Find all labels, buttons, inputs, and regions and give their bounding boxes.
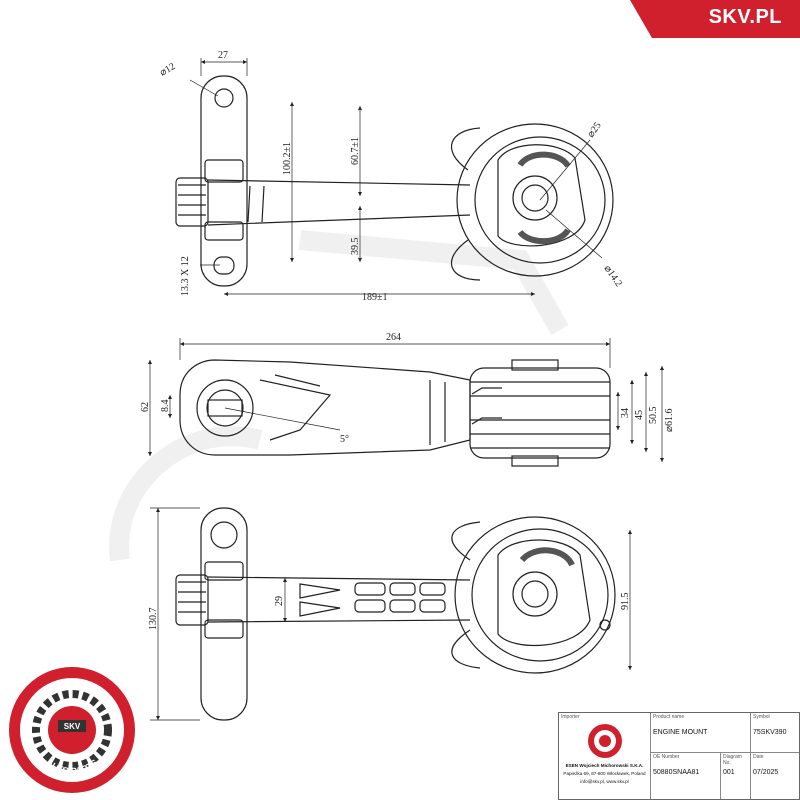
importer-address: Papieżka 69, 87-800 Włocławek, Poland [563, 771, 646, 776]
side-dimension-lines [147, 338, 665, 462]
dim-side-45: 45 [634, 410, 645, 420]
dim-top-width: 27 [218, 50, 228, 61]
symbol-cell: Symbol 75SKV390 [751, 713, 799, 753]
product-name-label: Product name [653, 714, 685, 720]
dim-height-low: 39.5 [350, 238, 361, 256]
dim-side-length: 264 [386, 332, 401, 343]
date-cell: Date 07/2025 [751, 753, 799, 799]
importer-logo [588, 724, 622, 758]
date-value: 07/2025 [753, 769, 779, 776]
brand-banner [630, 0, 800, 38]
importer-contact[interactable]: info@skv.pl, www.skv.pl [580, 779, 629, 784]
product-name-cell: Product name ENGINE MOUNT [651, 713, 751, 753]
top-dimension-lines [189, 58, 603, 297]
product-name: ENGINE MOUNT [653, 729, 708, 736]
diagram-cell: Diagram No. 001 [721, 753, 751, 799]
title-block: Importer ESEN Wojciech Michorowski S.K.A… [558, 712, 800, 800]
importer-label: Importer [561, 714, 580, 720]
dim-height-mid: 60.7±1 [350, 137, 361, 165]
dim-bottom-height: 130.7 [148, 608, 159, 631]
dim-bottom-29: 29 [274, 596, 285, 606]
side-view [179, 359, 611, 467]
dim-side-50: 50.5 [648, 407, 659, 425]
dim-height-total: 100.2±1 [282, 142, 293, 175]
dim-side-small: 8.4 [160, 400, 171, 413]
dim-side-34: 34 [620, 408, 631, 418]
oe-value: 50880SNAA81 [653, 769, 700, 776]
quality-seal: SKV AFTERMARKET PRICE · OF QUALITY AUTO … [9, 667, 135, 793]
date-label: Date [753, 754, 764, 760]
dim-slot: 13.3 X 12 [180, 256, 191, 296]
symbol-label: Symbol [753, 714, 770, 720]
dim-bottom-91: 91.5 [620, 593, 631, 611]
diagram-label: Diagram No. [723, 754, 742, 766]
symbol-value: 75SKV390 [753, 729, 787, 736]
dim-side-61: ⌀61.6 [664, 408, 675, 432]
brand-logo[interactable]: SKV.PL [708, 6, 782, 28]
top-view [175, 75, 614, 287]
top-dimension-labels: 27 ⌀12 100.2±1 60.7±1 39.5 189±1 ⌀25 ⌀14… [158, 50, 624, 303]
bottom-dimension-labels: 29 130.7 91.5 [148, 593, 631, 631]
diagram-value: 001 [723, 769, 735, 776]
dim-bush-inner: ⌀14.2 [602, 263, 625, 289]
dim-top-hole: ⌀12 [158, 61, 177, 79]
oe-cell: OE Number 50880SNAA81 [651, 753, 721, 799]
oe-label: OE Number [653, 754, 680, 760]
side-dimension-labels: 264 62 8.4 5° 34 45 50.5 ⌀61.6 [140, 332, 675, 445]
importer-cell: Importer ESEN Wojciech Michorowski S.K.A… [559, 713, 651, 799]
dim-bush-outer: ⌀25 [585, 120, 603, 139]
dim-side-angle: 5° [340, 434, 349, 445]
bottom-dimension-lines [150, 507, 633, 721]
importer-name: ESEN Wojciech Michorowski S.K.A. [565, 763, 644, 768]
bottom-view [175, 507, 616, 721]
seal-center-label: SKV [64, 722, 81, 731]
dim-length: 189±1 [362, 292, 388, 303]
dim-side-height: 62 [140, 402, 151, 412]
